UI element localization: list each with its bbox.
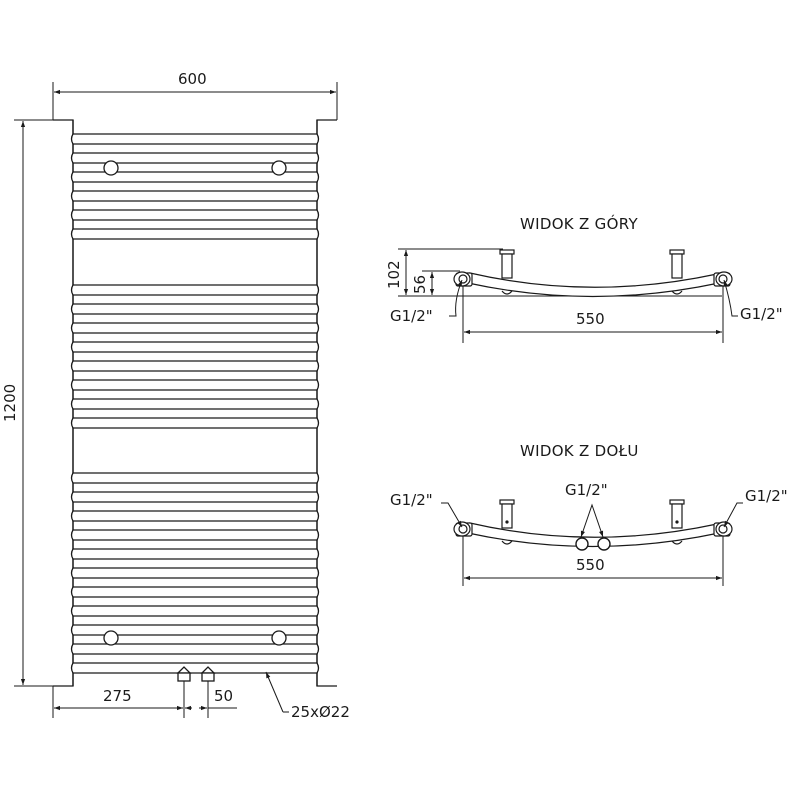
- front-view: [14, 82, 338, 718]
- tube: [70, 379, 320, 391]
- tube: [70, 472, 320, 484]
- tube: [70, 624, 320, 636]
- bottom-span-label: 550: [576, 556, 605, 574]
- tubes: [70, 133, 320, 674]
- inlet-valve-left-icon: [176, 666, 192, 718]
- left-column: [53, 119, 74, 687]
- top-left-connector-label: G1/2": [390, 307, 433, 325]
- top-right-connector-leader: [723, 279, 738, 317]
- tube: [70, 303, 320, 315]
- bottom-left-connector-leader: [441, 502, 463, 528]
- tube: [70, 171, 320, 183]
- bottom-right-connector-leader: [723, 502, 743, 528]
- inlet-valve-right-icon: [200, 666, 216, 718]
- tube: [70, 662, 320, 674]
- tube: [70, 510, 320, 522]
- bottom-center-connector-label: G1/2": [565, 481, 608, 499]
- depth-total-label: 102: [385, 260, 403, 289]
- tube: [70, 567, 320, 579]
- tube: [70, 152, 320, 164]
- wall-bracket-icon: [271, 160, 287, 176]
- tube-leader-line: [265, 671, 284, 713]
- tube: [70, 228, 320, 240]
- bottom-right-connector-label: G1/2": [745, 487, 788, 505]
- tube: [70, 209, 320, 221]
- tube: [70, 284, 320, 296]
- tube: [70, 586, 320, 598]
- tube: [70, 417, 320, 429]
- center-connector-left-icon: [575, 537, 589, 551]
- center-connector-right-icon: [597, 537, 611, 551]
- tube: [70, 398, 320, 410]
- top-left-connector-leader: [449, 279, 463, 317]
- bottom-view-title: WIDOK Z DOŁU: [520, 442, 639, 460]
- tube: [70, 548, 320, 560]
- tube: [70, 529, 320, 541]
- bottom-center-connector-leader: [580, 503, 604, 538]
- tube: [70, 133, 320, 145]
- inlet-offset-label: 275: [103, 687, 132, 705]
- width-label: 600: [178, 70, 207, 88]
- top-view-title: WIDOK Z GÓRY: [520, 215, 638, 233]
- height-label: 1200: [1, 383, 19, 422]
- tube: [70, 341, 320, 353]
- right-column: [316, 119, 337, 687]
- tube: [70, 190, 320, 202]
- top-right-connector-label: G1/2": [740, 305, 783, 323]
- depth-pipe-label: 56: [411, 274, 429, 294]
- tube: [70, 491, 320, 503]
- tube: [70, 322, 320, 334]
- top-view-drawing: [398, 248, 738, 343]
- wall-bracket-icon: [103, 160, 119, 176]
- top-span-label: 550: [576, 310, 605, 328]
- wall-bracket-icon: [271, 630, 287, 646]
- bottom-left-connector-label: G1/2": [390, 491, 433, 509]
- tube: [70, 360, 320, 372]
- bottom-view-drawing: [441, 499, 743, 586]
- inlet-spacing-label: 50: [214, 687, 234, 705]
- tube: [70, 643, 320, 655]
- tubes-label: 25xØ22: [291, 703, 350, 721]
- wall-bracket-icon: [103, 630, 119, 646]
- tube: [70, 605, 320, 617]
